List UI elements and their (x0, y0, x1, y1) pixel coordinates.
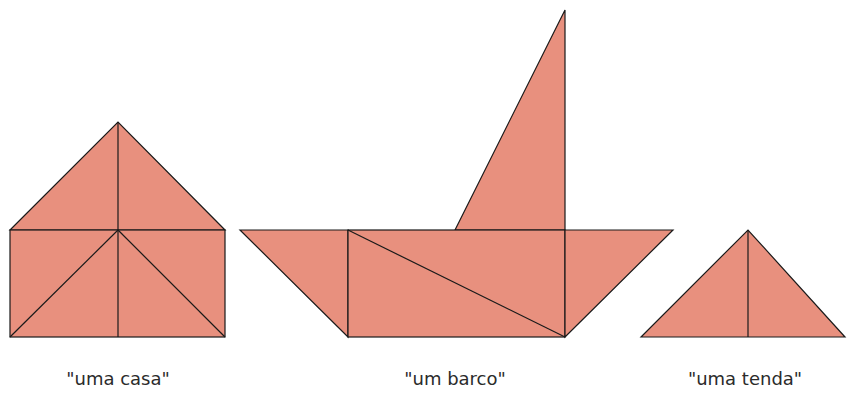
figure-caption: "uma tenda" (688, 368, 802, 390)
boat-figure (240, 10, 673, 337)
figure-caption: "um barco" (404, 368, 506, 390)
tent-figure (641, 230, 845, 337)
figure-caption: "uma casa" (66, 368, 170, 390)
house-figure (10, 122, 225, 337)
